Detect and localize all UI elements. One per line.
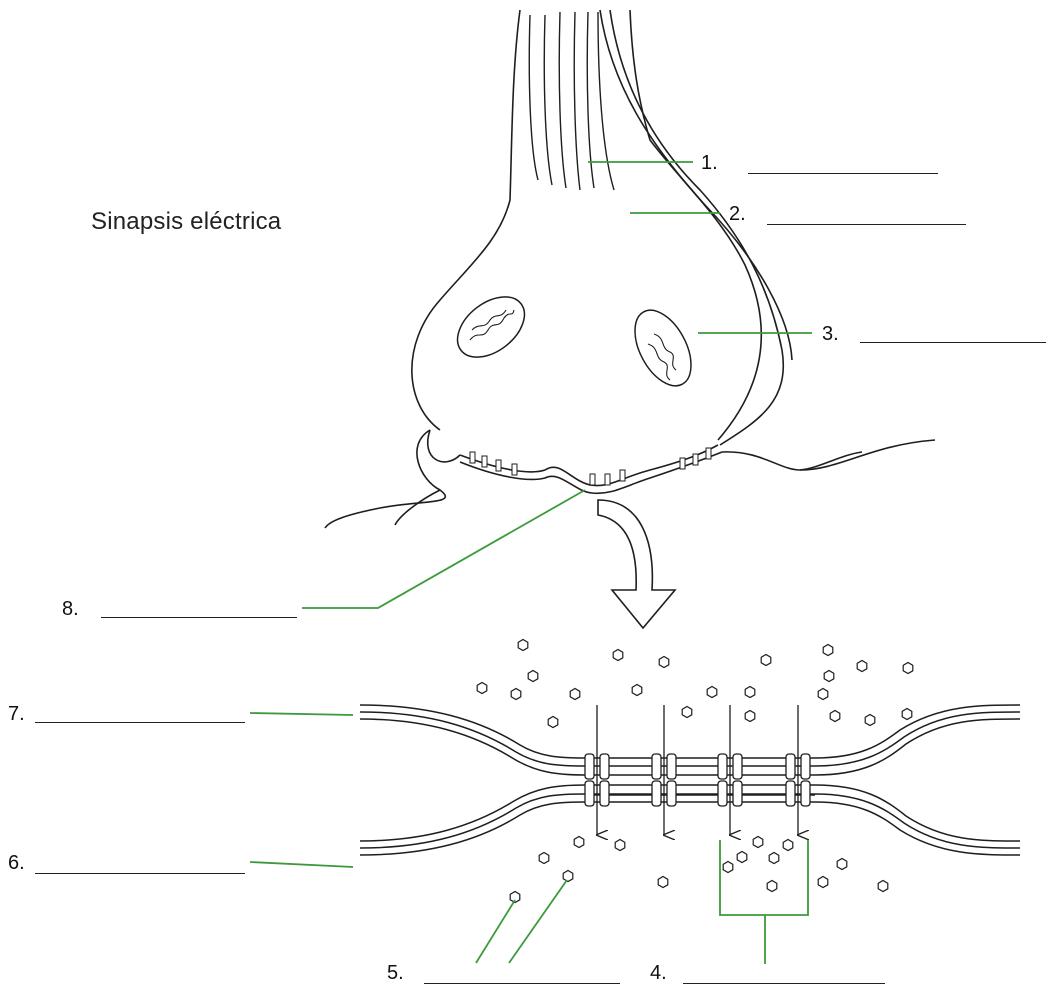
- connexon-channels: [585, 754, 810, 806]
- leader-6: [250, 862, 353, 867]
- diagram-title: Sinapsis eléctrica: [91, 208, 281, 236]
- ion-hexagon: [823, 645, 833, 656]
- answer-blank-7[interactable]: [35, 722, 245, 723]
- ion-hexagon: [511, 689, 521, 700]
- ion-hexagon: [857, 661, 867, 672]
- ion-hexagon: [761, 655, 771, 666]
- ion-hexagon: [574, 837, 584, 848]
- ion-hexagon: [632, 685, 642, 696]
- answer-blank-6[interactable]: [35, 873, 245, 874]
- leader-5a: [476, 900, 515, 963]
- ion-hexagon: [707, 687, 717, 698]
- mitochondrion-left: [446, 285, 535, 370]
- membrane-upper: [360, 705, 1020, 795]
- neurofilaments: [529, 12, 614, 190]
- ion-hexagon: [865, 715, 875, 726]
- answer-blank-2[interactable]: [767, 224, 966, 225]
- ion-hexagon: [658, 877, 668, 888]
- ion-hexagon: [767, 881, 777, 892]
- answer-blank-4[interactable]: [683, 983, 885, 984]
- answer-blank-8[interactable]: [101, 617, 297, 618]
- ion-hexagon: [902, 709, 912, 720]
- leader-7: [250, 713, 353, 715]
- ion-hexagon: [570, 689, 580, 700]
- label-2: 2.: [729, 203, 746, 226]
- ion-hexagon: [818, 877, 828, 888]
- ion-hexagon: [878, 881, 888, 892]
- answer-blank-1[interactable]: [748, 173, 938, 174]
- ion-hexagon: [723, 862, 733, 873]
- ion-hexagon: [518, 640, 528, 651]
- label-6: 6.: [8, 852, 25, 875]
- mitochondrion-right: [623, 301, 702, 395]
- label-7: 7.: [8, 703, 25, 726]
- leader-8: [302, 490, 585, 608]
- ion-hexagon: [659, 657, 669, 668]
- leader-lines: [250, 162, 812, 964]
- ion-hexagon: [528, 671, 538, 682]
- ion-hexagon: [613, 650, 623, 661]
- ion-hexagon: [548, 717, 558, 728]
- answer-blank-5[interactable]: [424, 983, 620, 984]
- ion-hexagon: [539, 853, 549, 864]
- zoom-down-arrow: [598, 500, 675, 628]
- gap-junctions-upper: [470, 448, 711, 485]
- label-4: 4.: [650, 962, 667, 985]
- ion-hexagon: [783, 840, 793, 851]
- ion-hexagon: [903, 663, 913, 674]
- ion-hexagon: [824, 671, 834, 682]
- ion-hexagon: [477, 683, 487, 694]
- label-5: 5.: [387, 962, 404, 985]
- presynaptic-terminal: [325, 10, 935, 528]
- leader-4-bracket: [720, 840, 808, 915]
- ion-hexagon: [769, 853, 779, 864]
- ion-hexagon: [745, 711, 755, 722]
- ion-hexagon: [737, 852, 747, 863]
- answer-blank-3[interactable]: [860, 342, 1046, 343]
- ion-hexagon: [830, 711, 840, 722]
- ion-hexagon: [837, 859, 847, 870]
- ion-hexagon: [753, 837, 763, 848]
- ion-flow-arrows: [597, 705, 798, 835]
- label-3: 3.: [822, 323, 839, 346]
- ion-hexagon: [818, 689, 828, 700]
- ion-hexagon: [682, 707, 692, 718]
- ion-hexagon: [745, 687, 755, 698]
- ion-hexagon: [615, 840, 625, 851]
- label-8: 8.: [62, 598, 79, 621]
- label-1: 1.: [701, 152, 718, 175]
- ion-hexagon: [563, 871, 573, 882]
